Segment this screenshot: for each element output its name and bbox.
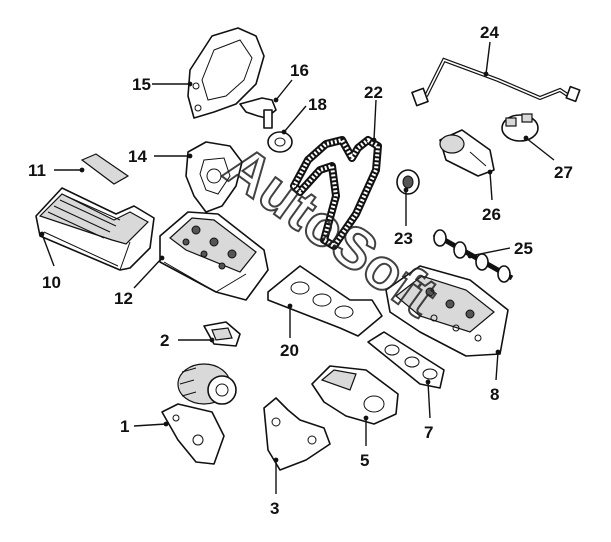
alternator [177, 363, 237, 405]
callout-8: 8 [490, 385, 499, 404]
callout-24: 24 [480, 23, 499, 42]
callout-11: 11 [28, 161, 46, 180]
callout-7: 7 [424, 423, 433, 442]
part-18-tensioner-roller [267, 131, 293, 153]
callout-16: 16 [290, 61, 309, 80]
leader-lines [39, 41, 555, 494]
part-27-distributor-cap [501, 113, 539, 142]
callout-23: 23 [394, 229, 413, 248]
callout-14: 14 [128, 147, 147, 166]
callout-20: 20 [280, 341, 299, 360]
callout-3: 3 [270, 499, 279, 518]
callout-26: 26 [482, 205, 501, 224]
part-7-manifold-gasket [367, 331, 445, 389]
part-11-gasket-strip [80, 153, 130, 185]
callout-22: 22 [364, 83, 383, 102]
part-23-idler-pulley [396, 169, 420, 195]
part-16-sensor-bracket [239, 97, 277, 129]
part-20-head-gasket [267, 265, 383, 337]
part-26-distributor [439, 129, 495, 177]
part-24-spark-plug-lead [411, 57, 581, 107]
callout-15: 15 [132, 75, 151, 94]
callout-2: 2 [160, 331, 169, 350]
callout-labels: 15 16 18 14 11 10 12 22 23 24 25 26 27 2… [28, 23, 573, 518]
callout-12: 12 [114, 289, 133, 308]
part-8-cylinder-head-right [385, 265, 509, 357]
part-12-cylinder-head [159, 211, 269, 301]
callout-18: 18 [308, 95, 327, 114]
part-14-timing-cover-lower [185, 141, 243, 213]
part-1-mounting-bracket [161, 403, 225, 465]
callout-1: 1 [120, 417, 129, 436]
callout-25: 25 [514, 239, 533, 258]
part-2-bracket [203, 321, 241, 347]
part-5-exhaust-manifold [311, 365, 399, 425]
part-10-intake-plenum [35, 187, 155, 271]
callout-5: 5 [360, 451, 369, 470]
part-15-timing-cover-upper [187, 27, 265, 119]
callout-10: 10 [42, 273, 61, 292]
part-22-timing-belt [290, 136, 382, 250]
callout-27: 27 [554, 163, 573, 182]
